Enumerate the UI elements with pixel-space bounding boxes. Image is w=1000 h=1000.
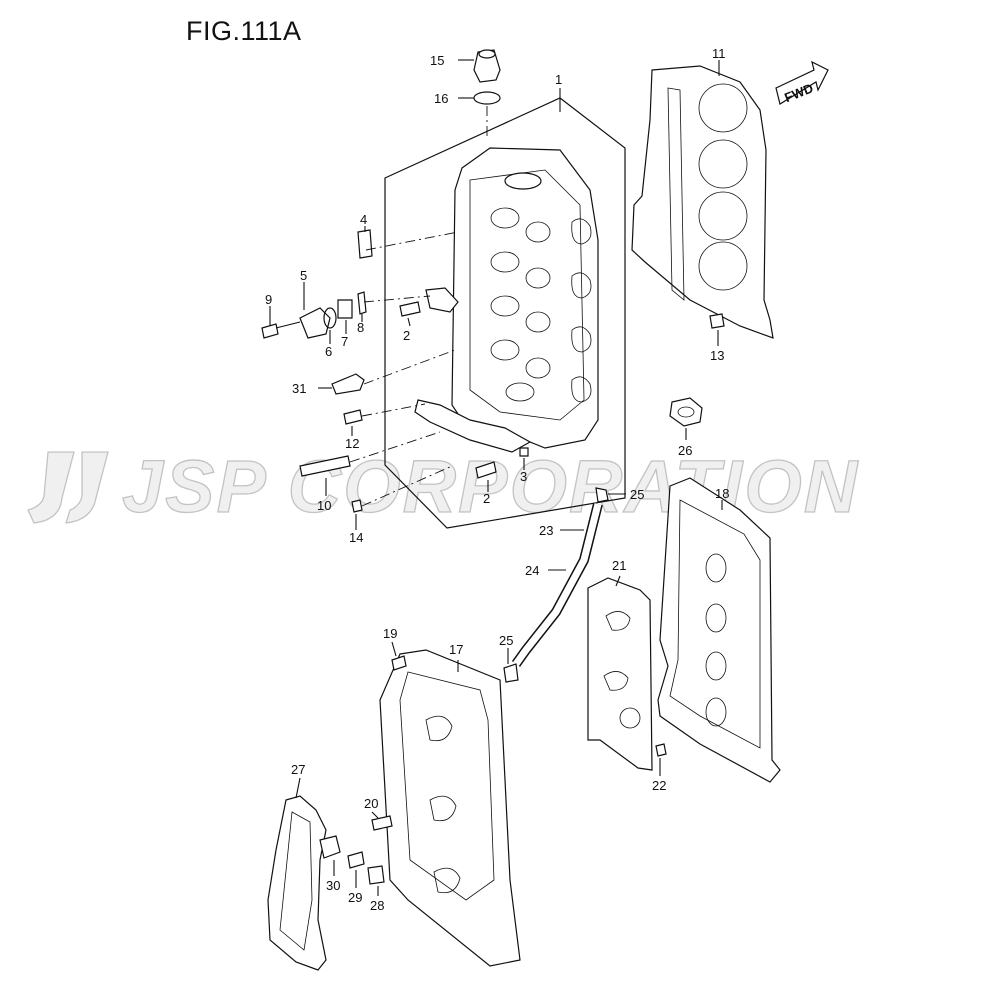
cam-cap — [414, 399, 532, 453]
hose-clamp-25-lower — [503, 663, 519, 683]
bolt-19 — [391, 655, 407, 671]
cam-bracket — [425, 287, 459, 313]
callout-29: 29 — [348, 890, 362, 905]
callout-2-b: 2 — [483, 491, 490, 506]
callout-13: 13 — [710, 348, 724, 363]
watermark-logo-2 — [65, 451, 109, 524]
pin-4 — [357, 229, 373, 259]
filler-o-ring — [473, 91, 501, 105]
watermark-text: JSP CORPORATION — [122, 445, 859, 528]
bolt-2a — [399, 301, 421, 317]
oil-filler-cap — [473, 49, 501, 83]
bolt-12 — [343, 409, 363, 425]
bolt-9 — [261, 323, 279, 339]
hose-clamp-25-upper — [595, 487, 609, 503]
sensor-31 — [331, 373, 365, 395]
callout-31: 31 — [292, 381, 306, 396]
callout-19: 19 — [383, 626, 397, 641]
bushing-7 — [337, 299, 353, 319]
fwd-arrow-shape — [775, 60, 829, 105]
dowel-pin — [709, 313, 725, 329]
callout-30: 30 — [326, 878, 340, 893]
bolt-3 — [519, 447, 529, 457]
bolt-28 — [367, 865, 385, 885]
oring-6 — [323, 307, 337, 329]
cylinder-head — [451, 147, 599, 449]
callout-12: 12 — [345, 436, 359, 451]
callout-3: 3 — [520, 469, 527, 484]
left-fasteners — [261, 229, 529, 513]
callout-8: 8 — [357, 320, 364, 335]
callout-28: 28 — [370, 898, 384, 913]
callout-14: 14 — [349, 530, 363, 545]
exhaust-ports — [571, 218, 592, 403]
callouts: 1 2 2 3 4 5 6 7 8 9 10 11 12 13 14 15 16… — [265, 46, 729, 913]
callout-27: 27 — [291, 762, 305, 777]
callout-20: 20 — [364, 796, 378, 811]
plate-5 — [299, 307, 331, 339]
camshaft-bores — [490, 207, 551, 402]
oil-filler-port — [504, 172, 542, 190]
callout-23: 23 — [539, 523, 553, 538]
fwd-arrow: FWD — [775, 60, 829, 105]
collar-29 — [347, 851, 365, 869]
cover-gasket — [587, 577, 653, 771]
bolt-22 — [655, 743, 667, 757]
callout-25: 25 — [630, 487, 644, 502]
callout-22: 22 — [652, 778, 666, 793]
head-gasket — [631, 65, 774, 339]
callout-25-b: 25 — [499, 633, 513, 648]
bolt-10 — [299, 455, 351, 477]
assembly-lines — [349, 231, 459, 507]
plug-14 — [351, 499, 363, 513]
callout-11: 11 — [712, 46, 726, 61]
watermark-logo — [27, 451, 75, 524]
callout-5: 5 — [300, 268, 307, 283]
callout-1: 1 — [555, 72, 562, 87]
cover-seal — [657, 477, 781, 783]
hose-assembly — [503, 487, 609, 683]
figure-title: FIG.111A — [186, 16, 302, 46]
callout-17: 17 — [449, 642, 463, 657]
callout-21: 21 — [612, 558, 626, 573]
callout-9: 9 — [265, 292, 272, 307]
cylinder-head-group — [384, 97, 626, 529]
callout-6: 6 — [325, 344, 332, 359]
bolt-8 — [357, 291, 367, 315]
bolt-20 — [371, 815, 393, 831]
head-cover — [371, 649, 521, 967]
callout-16: 16 — [434, 91, 448, 106]
grommet-30 — [319, 835, 341, 859]
callout-18: 18 — [715, 486, 729, 501]
thermostat-cap — [669, 397, 703, 427]
bolt-2b — [475, 461, 497, 479]
callout-4: 4 — [360, 212, 367, 227]
callout-24: 24 — [525, 563, 539, 578]
callout-26: 26 — [678, 443, 692, 458]
callout-10: 10 — [317, 498, 331, 513]
callout-15: 15 — [430, 53, 444, 68]
cylinder-head-inner — [469, 169, 585, 421]
callout-7: 7 — [341, 334, 348, 349]
leader-lines — [269, 59, 723, 896]
side-cover — [267, 795, 327, 971]
callout-2: 2 — [403, 328, 410, 343]
